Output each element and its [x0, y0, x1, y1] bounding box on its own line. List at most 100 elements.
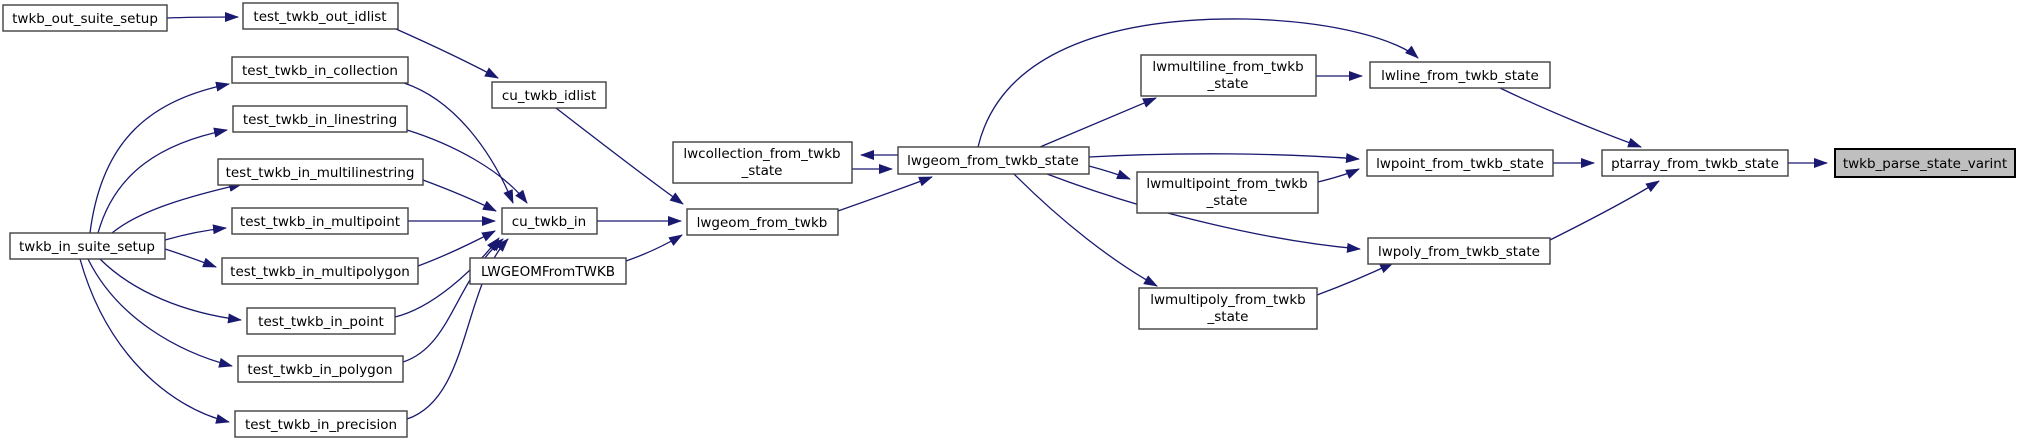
node-test_twkb_in_point[interactable]: test_twkb_in_point: [246, 307, 396, 335]
node-box: [9, 232, 166, 260]
edge-lwmultipoint_from_twkb_state--lwpoint_from_twkb_state: [1317, 168, 1360, 183]
node-test_twkb_out_idlist[interactable]: test_twkb_out_idlist: [242, 2, 399, 30]
node-twkb_in_suite_setup[interactable]: twkb_in_suite_setup: [9, 232, 166, 260]
node-label: LWGEOMFromTWKB: [481, 264, 615, 280]
node-box: [897, 146, 1090, 175]
node-lwpoly_from_twkb_state[interactable]: lwpoly_from_twkb_state: [1367, 237, 1551, 265]
node-label: lwgeom_from_twkb: [697, 215, 828, 231]
node-label: twkb_parse_state_varint: [1843, 156, 2007, 172]
node-cu_twkb_in[interactable]: cu_twkb_in: [501, 207, 598, 235]
node-label: test_twkb_in_collection: [242, 63, 398, 79]
node-label-line2: _state: [1207, 76, 1249, 92]
node-lwmultipoly_from_twkb_state[interactable]: lwmultipoly_from_twkb _state: [1138, 287, 1318, 330]
node-label-line2: _state: [1206, 193, 1248, 209]
edge-lwgeom_from_twkb_state--lwmultiline_from_twkb_state: [1039, 97, 1157, 148]
node-twkb_out_suite_setup[interactable]: twkb_out_suite_setup: [2, 4, 168, 32]
edge-twkb_in_suite_setup--test_twkb_in_linestring: [97, 127, 228, 234]
node-lwmultipoint_from_twkb_state[interactable]: lwmultipoint_from_twkb _state: [1136, 171, 1319, 214]
node-box: [1140, 54, 1317, 97]
node-label: lwgeom_from_twkb_state: [907, 153, 1079, 169]
node-label: lwpoint_from_twkb_state: [1376, 156, 1544, 172]
node-box: [1136, 171, 1319, 214]
edge-test_twkb_out_idlist--cu_twkb_idlist: [395, 28, 499, 79]
node-test_twkb_in_linestring[interactable]: test_twkb_in_linestring: [232, 105, 408, 133]
node-label: test_twkb_out_idlist: [253, 9, 386, 25]
node-label: twkb_in_suite_setup: [19, 239, 155, 255]
node-LWGEOMFromTWKB[interactable]: LWGEOMFromTWKB: [469, 257, 627, 285]
node-box: [1369, 61, 1551, 89]
node-label: test_twkb_in_point: [258, 314, 384, 330]
edge-lwpoly_from_twkb_state--ptarray_from_twkb_state: [1549, 180, 1660, 241]
edge-lwgeom_from_twkb_state--lwpoly_from_twkb_state: [1046, 173, 1361, 253]
node-test_twkb_in_collection[interactable]: test_twkb_in_collection: [231, 56, 409, 84]
node-box: [686, 208, 839, 236]
node-label-line2: _state: [741, 163, 783, 179]
edge-lwline_from_twkb_state--ptarray_from_twkb_state: [1499, 87, 1642, 148]
node-box: [1366, 149, 1554, 177]
node-lwcollection_from_twkb_state[interactable]: lwcollection_from_twkb _state: [672, 141, 853, 184]
node-box: [1367, 237, 1551, 265]
edge-lwgeom_from_twkb_state--lwmultipoint_from_twkb_state: [1088, 165, 1131, 180]
edge-lwgeom_from_twkb_state--lwpoint_from_twkb_state: [1088, 153, 1360, 164]
node-test_twkb_in_polygon[interactable]: test_twkb_in_polygon: [237, 355, 404, 383]
node-label: cu_twkb_idlist: [502, 88, 596, 104]
edge-test_twkb_in_multipolygon--cu_twkb_in: [417, 230, 496, 267]
node-box: [672, 141, 853, 184]
node-box: [231, 207, 409, 235]
node-test_twkb_in_multipolygon[interactable]: test_twkb_in_multipolygon: [221, 257, 419, 285]
edge-test_twkb_in_point--cu_twkb_in: [394, 237, 500, 318]
node-box: [234, 410, 408, 438]
node-label: lwline_from_twkb_state: [1381, 68, 1539, 84]
edge-twkb_in_suite_setup--test_twkb_in_polygon: [87, 258, 233, 368]
edges: [79, 12, 1828, 424]
node-box: [1834, 148, 2016, 178]
node-lwgeom_from_twkb_state[interactable]: lwgeom_from_twkb_state: [897, 146, 1090, 175]
edge-test_twkb_in_collection--cu_twkb_in: [403, 82, 514, 204]
node-label: ptarray_from_twkb_state: [1611, 156, 1779, 172]
node-box: [2, 4, 168, 32]
node-test_twkb_in_precision[interactable]: test_twkb_in_precision: [234, 410, 408, 438]
node-box: [237, 355, 404, 383]
node-box: [501, 207, 598, 235]
node-lwgeom_from_twkb[interactable]: lwgeom_from_twkb: [686, 208, 839, 236]
node-label: test_twkb_in_linestring: [243, 112, 397, 128]
node-label-line1: lwcollection_from_twkb: [683, 146, 840, 162]
node-box: [221, 257, 419, 285]
edge-lwgeom_from_twkb_state--lwline_from_twkb_state: [977, 18, 1419, 148]
node-box: [469, 257, 627, 285]
node-lwpoint_from_twkb_state[interactable]: lwpoint_from_twkb_state: [1366, 149, 1554, 177]
edge-lwgeom_from_twkb_state--lwmultipoly_from_twkb_state: [1013, 173, 1158, 287]
node-label-line1: lwmultipoly_from_twkb: [1150, 292, 1306, 308]
node-lwline_from_twkb_state[interactable]: lwline_from_twkb_state: [1369, 61, 1551, 89]
node-lwmultiline_from_twkb_state[interactable]: lwmultiline_from_twkb _state: [1140, 54, 1317, 97]
node-box: [491, 81, 607, 109]
edge-twkb_out_suite_setup--test_twkb_out_idlist: [166, 12, 239, 23]
edge-test_twkb_in_linestring--cu_twkb_in: [406, 129, 528, 204]
node-label: twkb_out_suite_setup: [12, 11, 158, 27]
node-test_twkb_in_multipoint[interactable]: test_twkb_in_multipoint: [231, 207, 409, 235]
node-label: test_twkb_in_multilinestring: [226, 165, 415, 181]
edge-test_twkb_in_multilinestring--cu_twkb_in: [422, 179, 497, 212]
node-label-line1: lwmultiline_from_twkb: [1152, 59, 1303, 75]
edge-lwgeom_from_twkb--lwgeom_from_twkb_state: [837, 176, 933, 212]
node-ptarray_from_twkb_state[interactable]: ptarray_from_twkb_state: [1601, 149, 1789, 177]
node-box: [246, 307, 396, 335]
node-twkb_parse_state_varint: twkb_parse_state_varint: [1834, 148, 2016, 178]
node-label: test_twkb_in_multipolygon: [230, 264, 410, 280]
edge-twkb_in_suite_setup--test_twkb_in_point: [99, 258, 242, 324]
node-cu_twkb_idlist[interactable]: cu_twkb_idlist: [491, 81, 607, 109]
node-label: cu_twkb_in: [512, 214, 587, 230]
edge-twkb_in_suite_setup--test_twkb_in_multipolygon: [164, 248, 217, 268]
node-box: [1138, 287, 1318, 330]
node-label: test_twkb_in_precision: [245, 417, 397, 433]
edge-twkb_in_suite_setup--test_twkb_in_multipoint: [164, 224, 227, 241]
edge-twkb_in_suite_setup--test_twkb_in_collection: [89, 81, 230, 234]
node-box: [217, 158, 424, 186]
node-label: test_twkb_in_multipoint: [240, 214, 400, 230]
node-box: [1601, 149, 1789, 177]
node-box: [232, 105, 408, 133]
node-label: lwpoly_from_twkb_state: [1378, 244, 1540, 260]
node-box: [242, 2, 399, 30]
node-test_twkb_in_multilinestring[interactable]: test_twkb_in_multilinestring: [217, 158, 424, 186]
